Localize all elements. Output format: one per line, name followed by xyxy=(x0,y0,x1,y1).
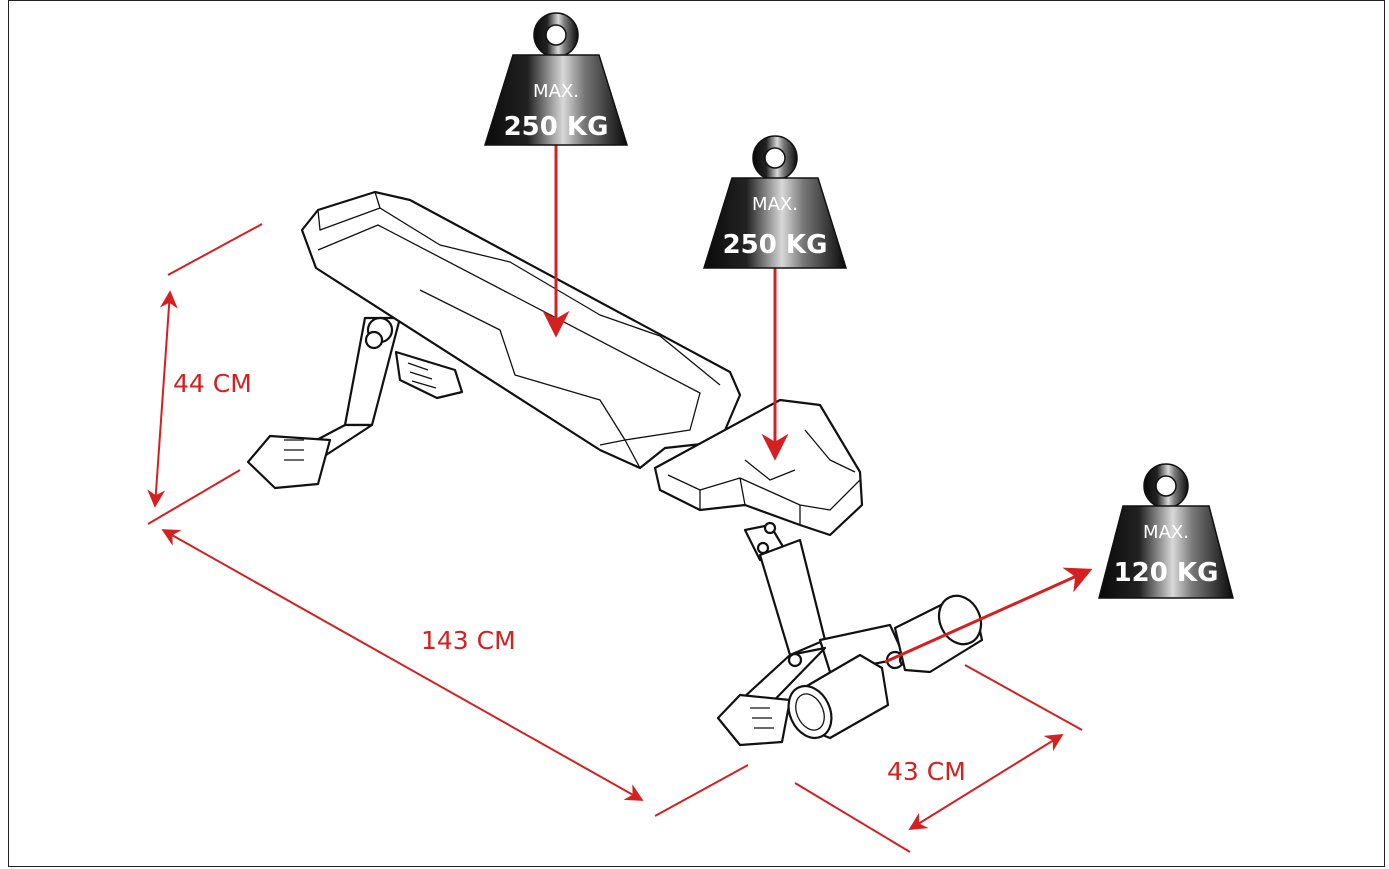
width-arrow xyxy=(908,734,1064,830)
weight-value-label: 250 KG xyxy=(723,230,828,260)
length-arrow xyxy=(161,529,644,801)
weight-max-label: MAX. xyxy=(1143,522,1189,543)
weight-value-label: 120 KG xyxy=(1114,558,1219,588)
weight-icon: MAX. 120 KG xyxy=(1098,463,1234,599)
length-label: 143 CM xyxy=(421,626,516,655)
weight-value-label: 250 KG xyxy=(504,112,609,142)
roller-load-arrow xyxy=(884,567,1093,664)
weight-icon: MAX. 250 KG xyxy=(483,12,629,146)
seat-pad xyxy=(653,398,864,537)
height-arrow xyxy=(147,290,178,508)
weight-max-label: MAX. xyxy=(533,81,579,102)
foam-rollers xyxy=(787,594,984,740)
width-label: 43 CM xyxy=(887,757,966,786)
rear-support-frame xyxy=(246,316,464,490)
weight-icon: MAX. 250 KG xyxy=(702,135,848,269)
height-label: 44 CM xyxy=(173,369,252,398)
weight-max-label: MAX. xyxy=(752,194,798,215)
dimension-lines xyxy=(147,223,1083,853)
load-arrows xyxy=(542,140,1093,664)
front-support-frame xyxy=(716,521,912,747)
bench-illustration xyxy=(246,190,984,747)
dimension-labels: 44 CM 143 CM 43 CM xyxy=(173,369,966,786)
